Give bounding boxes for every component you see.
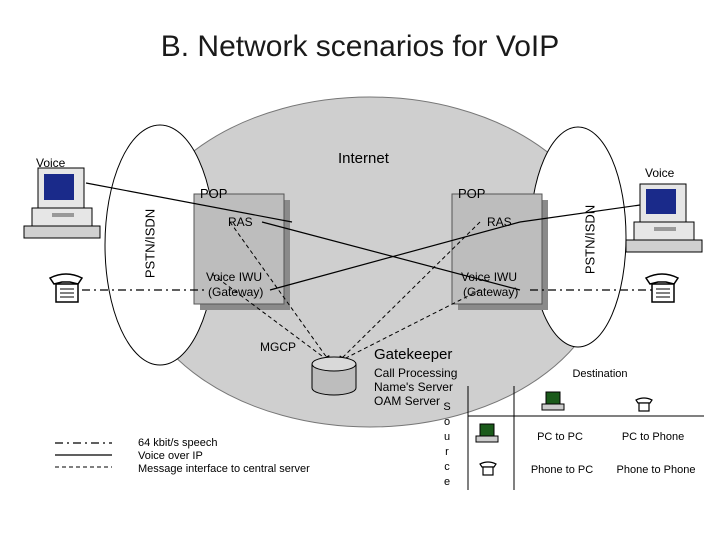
voice-left-label: Voice	[36, 156, 66, 170]
source-letter: e	[443, 476, 451, 488]
pop-right-ras: RAS	[487, 215, 512, 229]
phone-right-icon	[644, 273, 680, 303]
source-letter: S	[443, 401, 451, 413]
mgcp-label: MGCP	[260, 340, 296, 354]
table-phone-to-pc: Phone to PC	[530, 464, 594, 476]
message-lines	[211, 221, 481, 363]
table-phone-src-icon	[479, 461, 497, 476]
legend-speech: 64 kbit/s speech	[138, 437, 218, 449]
pop-left-ras: RAS	[228, 215, 253, 229]
legend-message: Message interface to central server	[138, 463, 310, 475]
pop-right-label: POP	[458, 186, 486, 201]
pop-left-iwu-line1: Voice IWU	[206, 270, 263, 284]
phone-left-icon	[48, 273, 84, 303]
pop-left-label: POP	[200, 186, 228, 201]
page-title: B. Network scenarios for VoIP	[160, 30, 560, 63]
pstn-right-label: PSTN/ISDN	[582, 204, 598, 275]
table-pc-src-icon	[475, 423, 499, 443]
computer-left-icon	[23, 167, 101, 239]
source-label: S o u r c e	[440, 400, 454, 490]
scenario-table	[467, 386, 704, 490]
table-pc-to-pc: PC to PC	[537, 431, 583, 443]
table-phone-to-phone: Phone to Phone	[616, 464, 696, 476]
voice-right-label: Voice	[645, 166, 675, 180]
legend-voip: Voice over IP	[138, 450, 203, 462]
gatekeeper-title: Gatekeeper	[374, 346, 453, 363]
pop-right-iwu-line1: Voice IWU	[461, 270, 518, 284]
voip-lines	[85, 182, 641, 291]
computer-right-icon	[625, 183, 703, 253]
gatekeeper-line3: OAM Server	[374, 394, 441, 408]
source-letter: o	[443, 416, 451, 428]
source-letter: c	[444, 461, 450, 473]
source-letter: r	[445, 446, 449, 458]
table-phone-dest-icon	[635, 397, 653, 412]
pstn-left-label: PSTN/ISDN	[142, 208, 158, 279]
source-letter: u	[443, 431, 451, 443]
pop-right-iwu-line2: (Gateway)	[463, 285, 519, 299]
legend-lines	[55, 442, 112, 468]
gatekeeper-line2: Name's Server	[374, 380, 453, 394]
table-pc-dest-icon	[541, 391, 565, 411]
gatekeeper-database	[311, 356, 357, 396]
internet-label: Internet	[338, 150, 389, 167]
gatekeeper-line1: Call Processing	[374, 366, 458, 380]
pop-right-box	[451, 193, 548, 310]
table-pc-to-phone: PC to Phone	[621, 431, 685, 443]
table-destination-header: Destination	[572, 368, 628, 380]
pop-left-iwu-line2: (Gateway)	[208, 285, 264, 299]
